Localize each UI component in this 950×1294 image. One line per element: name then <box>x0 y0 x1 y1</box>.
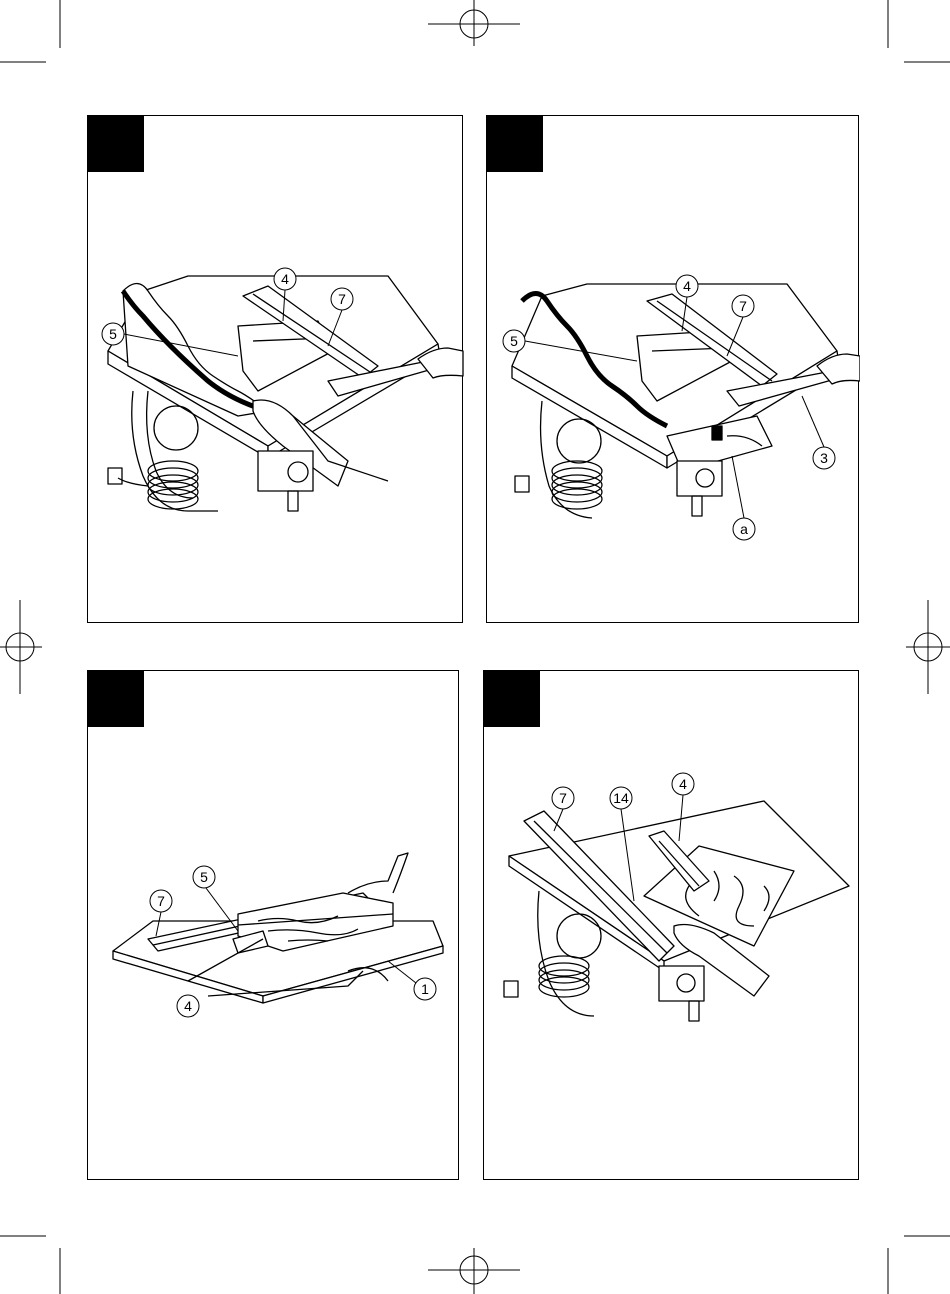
callout-5: 5 <box>109 326 117 342</box>
callout-3: 3 <box>820 450 828 466</box>
callout-7: 7 <box>739 298 747 314</box>
callout-4: 4 <box>281 271 289 287</box>
figure-panel-top-right: 4 7 5 3 a <box>486 115 859 623</box>
callout-14: 14 <box>613 790 629 806</box>
callout-7: 7 <box>559 790 567 806</box>
callout-7: 7 <box>157 893 165 909</box>
registration-target-right <box>906 600 950 694</box>
table-saw-panel-cut-illustration: 7 14 4 <box>484 671 860 1181</box>
figure-panel-bottom-left: 5 7 1 4 <box>87 670 459 1180</box>
figure-panel-top-left: 4 7 5 <box>87 115 463 623</box>
callout-4: 4 <box>184 998 192 1014</box>
callout-5: 5 <box>200 869 208 885</box>
registration-target-top <box>428 0 520 46</box>
table-saw-push-stick-illustration: 4 7 5 3 a <box>487 116 860 624</box>
callout-5: 5 <box>510 333 518 349</box>
callout-4: 4 <box>679 776 687 792</box>
table-saw-ripping-illustration: 4 7 5 <box>88 116 464 624</box>
registration-target-bottom <box>428 1248 520 1294</box>
callout-1: 1 <box>421 981 429 997</box>
callout-7: 7 <box>338 291 346 307</box>
registration-target-left <box>0 600 42 694</box>
callout-a: a <box>740 521 748 537</box>
callout-4: 4 <box>683 278 691 294</box>
table-saw-flat-cut-illustration: 5 7 1 4 <box>88 671 460 1181</box>
figure-panel-bottom-right: 7 14 4 <box>483 670 859 1180</box>
